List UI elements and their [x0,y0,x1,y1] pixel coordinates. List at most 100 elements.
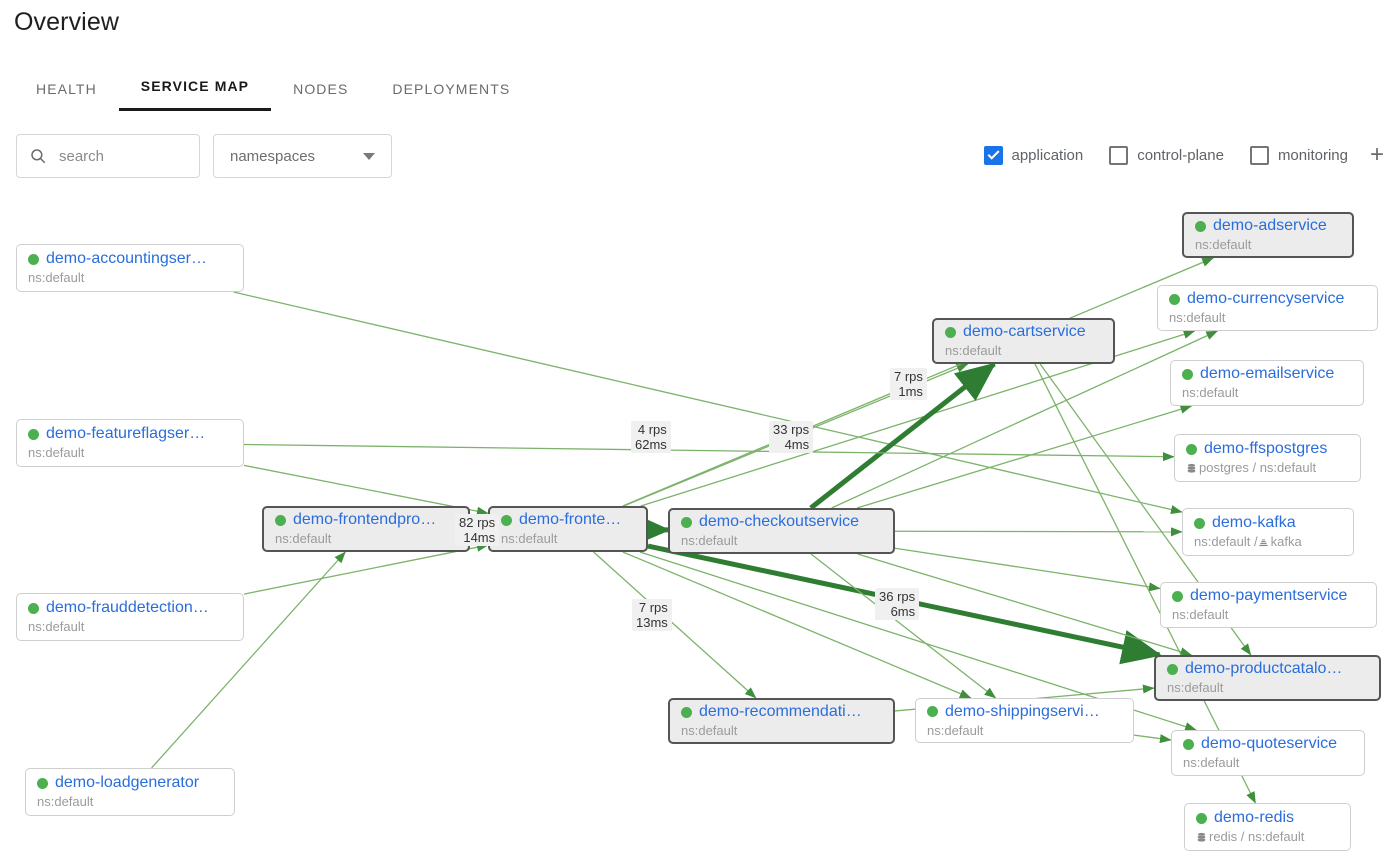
service-node-name[interactable]: demo-ffspostgres [1204,440,1328,457]
service-node-namespace: ns:default [1183,755,1240,770]
service-node-name[interactable]: demo-productcatalo… [1185,660,1343,677]
search-icon [29,147,47,165]
service-edge-frontend-to-shippingservice[interactable] [622,551,972,699]
service-node-frontendproxy[interactable]: demo-frontendpro… ns:default [262,506,470,552]
service-node-cartservice[interactable]: demo-cartservice ns:default [932,318,1115,364]
service-node-name[interactable]: demo-kafka [1212,514,1296,531]
status-dot-ok [1196,812,1207,824]
service-node-ffspostgres[interactable]: demo-ffspostgres postgres / ns:default [1174,434,1361,482]
service-node-shippingservice[interactable]: demo-shippingservi… ns:default [915,698,1134,743]
service-edge-featureflagservice-to-frontend[interactable] [243,464,489,516]
tab-nodes[interactable]: NODES [293,81,349,97]
service-node-namespace: ns:default [275,531,332,546]
service-node-name[interactable]: demo-featureflagser… [46,425,206,442]
service-node-name[interactable]: demo-redis [1214,809,1295,826]
edge-label-rps: 36 rps [879,589,916,604]
tab-deployments[interactable]: DEPLOYMENTS [392,81,511,97]
service-edge-frauddetection-to-frontend[interactable] [243,542,489,595]
edge-label-rps: 82 rps [459,515,496,530]
service-node-redis[interactable]: demo-redis redis / ns:default [1184,803,1351,851]
service-node-namespace: ns:default [501,531,558,546]
service-edge-loadgenerator-to-frontendproxy[interactable] [151,551,346,769]
service-node-name[interactable]: demo-loadgenerator [55,774,200,791]
service-node-name[interactable]: demo-fronte… [519,511,622,528]
status-dot-ok [1186,443,1197,455]
service-node-namespace: postgres / ns:default [1186,460,1349,475]
service-node-name[interactable]: demo-shippingservi… [945,702,1100,720]
add-filter-button[interactable]: + [1369,141,1384,168]
kafka-icon [1258,536,1269,547]
service-node-name[interactable]: demo-quoteservice [1201,735,1338,752]
service-edge-checkoutservice-to-productcatalogservice[interactable] [857,553,1193,657]
service-edge-checkoutservice-to-paymentservice[interactable] [894,547,1161,592]
service-node-name[interactable]: demo-recommendati… [699,703,862,720]
edge-label-rps: 7 rps [638,600,668,615]
filter-application[interactable]: application [983,145,1083,165]
service-edge-checkoutservice-to-shippingservice[interactable] [810,553,997,699]
edge-label-latency: 14ms [463,530,496,545]
service-node-name[interactable]: demo-emailservice [1200,365,1335,382]
service-node-name[interactable]: demo-paymentservice [1190,587,1348,604]
service-edge-featureflagservice-to-ffspostgres[interactable] [243,443,1175,462]
service-node-namespace: ns:default [681,723,738,738]
service-node-namespace: redis / ns:default [1196,829,1339,844]
status-dot-ok [681,516,692,528]
service-node-name[interactable]: demo-accountingser… [46,250,207,267]
service-node-name[interactable]: demo-frauddetection… [46,599,209,616]
checkbox-control-plane[interactable] [1109,145,1129,165]
service-edge-shippingservice-to-quoteservice[interactable] [1133,734,1172,744]
service-edge-frontend-to-recommendationservice[interactable] [593,551,757,699]
service-node-namespace: ns:default [945,343,1002,358]
service-edge-checkoutservice-to-kafka[interactable] [894,527,1183,537]
filter-group: application control-plane monitoring + [983,141,1384,168]
tab-health[interactable]: HEALTH [36,81,97,97]
service-node-name[interactable]: demo-adservice [1213,217,1327,234]
status-dot-ok [28,428,39,440]
tab-service-map[interactable]: SERVICE MAP [118,74,272,111]
service-node-name[interactable]: demo-cartservice [963,323,1086,340]
service-node-featureflagservice[interactable]: demo-featureflagser…ns:default [16,419,244,467]
checkbox-monitoring[interactable] [1249,145,1269,165]
service-node-frauddetection[interactable]: demo-frauddetection… ns:default [16,593,244,641]
service-edge-checkoutservice-to-currencyservice[interactable] [831,330,1218,509]
edge-label-latency: 6ms [890,604,916,619]
service-node-accountingservice[interactable]: demo-accountingser…ns:default [16,244,244,292]
search-input[interactable] [57,146,177,166]
service-node-name[interactable]: demo-currencyservice [1187,290,1345,307]
service-node-namespace: ns:default [927,722,984,738]
filter-monitoring-label: monitoring [1277,146,1348,164]
service-node-quoteservice[interactable]: demo-quoteservice ns:default [1171,730,1365,776]
filter-control-plane[interactable]: control-plane [1109,145,1224,165]
filter-monitoring[interactable]: monitoring [1249,145,1348,165]
service-node-productcatalogservice[interactable]: demo-productcatalo…ns:default [1154,655,1381,701]
checkbox-application[interactable] [983,145,1003,165]
service-edge-checkoutservice-to-emailservice[interactable] [856,404,1193,509]
service-node-recommendationservice[interactable]: demo-recommendati… ns:default [668,698,895,744]
service-edge-accountingservice-to-kafka[interactable] [233,291,1183,514]
service-node-name[interactable]: demo-frontendpro… [293,511,437,528]
service-edge-cartservice-to-redis[interactable] [1034,363,1257,804]
status-dot-ok [501,514,512,526]
service-node-frontend[interactable]: demo-fronte… ns:default [488,506,648,552]
search-box[interactable] [16,134,200,178]
service-node-namespace: ns:default [28,619,85,634]
service-node-namespace-text: postgres / ns:default [1199,460,1317,475]
namespaces-select[interactable]: namespaces [213,134,392,178]
edge-label-rps: 33 rps [773,422,810,437]
status-dot-ok [28,253,39,265]
service-node-namespace-text: redis / ns:default [1209,829,1305,844]
service-node-name[interactable]: demo-checkoutservice [699,513,860,530]
service-node-namespace-text: ns:default / [1194,534,1258,549]
service-edge-checkoutservice-to-cartservice[interactable] [809,362,997,510]
